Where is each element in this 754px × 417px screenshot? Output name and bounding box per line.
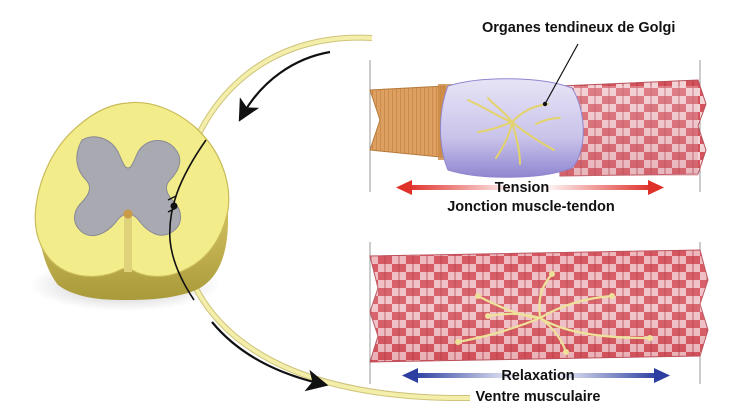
muscle-belly-panel [369, 242, 709, 384]
golgi-capsule [440, 78, 584, 178]
tendon-panel [369, 43, 707, 195]
muscle-belly-label: Ventre musculaire [475, 389, 601, 405]
nerve-ending-knobs [455, 271, 653, 355]
spinal-cord-section [34, 101, 230, 300]
muscle-nerve-endings [456, 272, 652, 354]
afferent-arrow [238, 50, 331, 122]
tendon [369, 85, 451, 159]
efferent-arrow [211, 321, 329, 392]
relaxation-double-arrow [402, 368, 670, 383]
golgi-organs-label: Organes tendineux de Golgi [482, 20, 676, 36]
tension-label: Tension [494, 180, 550, 196]
golgi-pointer-line [544, 43, 579, 105]
golgi-nerve-endings [467, 97, 561, 165]
junction-label: Jonction muscle-tendon [447, 199, 615, 215]
reflex-arrows [167, 50, 331, 392]
relaxation-label: Relaxation [501, 368, 575, 384]
tension-double-arrow [396, 180, 664, 195]
interneuron-path [168, 139, 207, 301]
